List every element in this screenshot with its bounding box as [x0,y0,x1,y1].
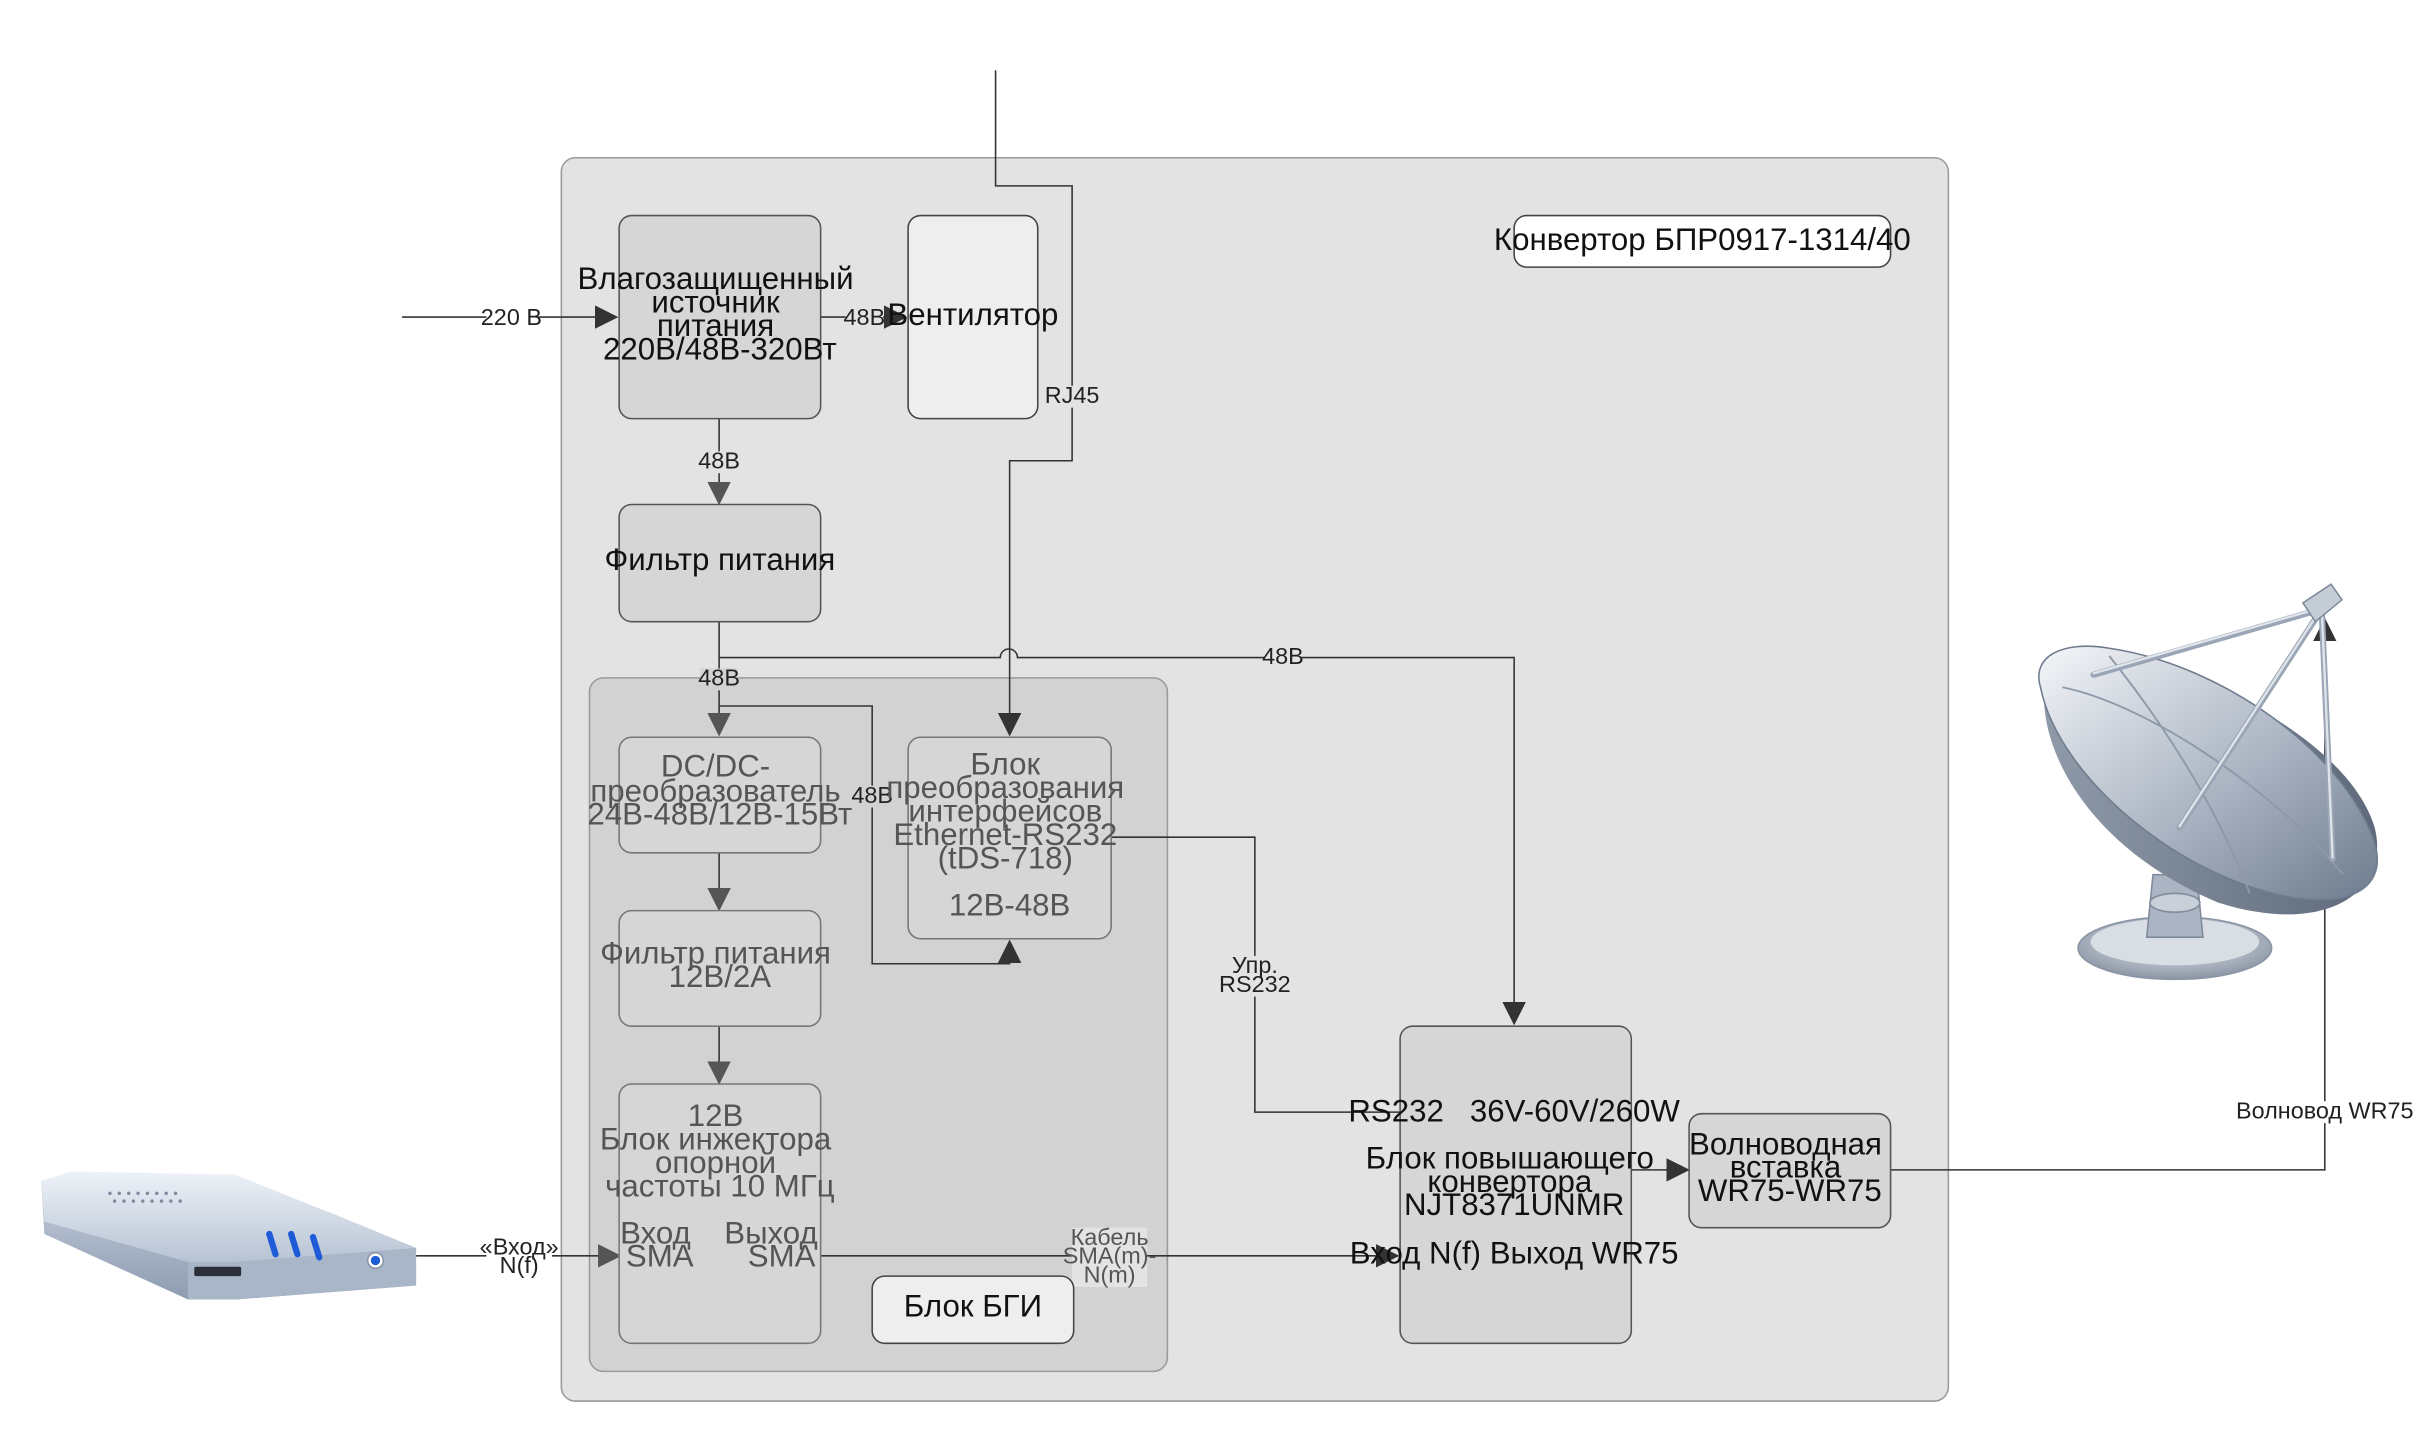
label-cable-line2: SMA(m)- [1063,1243,1157,1269]
svg-text:Блок повышающего конверт: Блок повышающего конвертора NJT8371UNMR [1366,1140,1663,1222]
iface-line5: (tDS-718) [938,840,1073,875]
iface-line2: преобразования [886,770,1124,805]
fan-label: Вентилятор [887,297,1058,332]
bgi-label: Блок БГИ [904,1289,1042,1324]
injector-line2: Блок инжектора [600,1122,832,1157]
dcdc-line1: DC/DC- [661,748,770,783]
wire-48v-iface [719,705,1022,965]
injector-line1: 12В [688,1098,744,1133]
label-waveguide-out: Волновод WR75 [2236,1097,2414,1123]
label-48v-left: 48В [698,665,740,691]
buc-mid-line2: конвертора [1427,1164,1593,1199]
label-cable-line3: N(m) [1084,1261,1136,1287]
modem-icon [41,1171,417,1300]
block-iface: Блок преобразования интерфейсов Ethernet… [886,736,1132,940]
wire-rj45 [994,70,1073,737]
iface-line7: 12В-48В [949,887,1071,922]
label-input-line1: «Вход» [480,1233,559,1259]
title-box [1513,214,1892,268]
injector-out-line2: SMA [748,1239,816,1274]
svg-text:Волноводная вставка: Волноводная вставка WR75-WR75 [1689,1126,1891,1208]
psu-line1: Влагозащищенный [578,261,854,296]
title-box-label: Конвертор БПР0917-1314/40 [1494,222,1911,257]
filter-main-label: Фильтр питания [604,542,835,577]
block-waveguide: Волноводная вставка WR75-WR75 [1688,1112,1892,1229]
label-cable-line1: Кабель [1071,1224,1149,1250]
block-buc: RS232 36V-60V/260W Блок повышающего конв… [1348,1025,1680,1345]
label-rj45: RJ45 [1045,382,1100,408]
dcdc-line2: преобразователь [590,773,840,808]
injector-out-line1: Выход [724,1215,817,1250]
injector-in-line1: Вход [620,1215,691,1250]
buc-mid-line3: NJT8371UNMR [1404,1187,1624,1222]
buc-bottom-label: Вход N(f) Выход WR75 [1350,1236,1679,1271]
block-filter-12v: Фильтр питания 12В/2А [600,909,839,1027]
iface-line3: интерфейсов [908,794,1102,829]
injector-line3: опорной [655,1145,776,1180]
buc-mid-line1: Блок повышающего [1366,1140,1654,1175]
label-psu-fan: 48В [844,304,886,330]
psu-line2: источник [651,284,780,319]
svg-text:Фильтр питания 12В/2А: Фильтр питания 12В/2А [600,936,839,994]
label-psu-filter: 48В [698,448,740,474]
label-input-line2: N(f) [500,1252,539,1278]
svg-text:Блок преобразования: Блок преобразования интерфейсов Ethernet… [886,747,1132,923]
svg-text:Влагозащищенный источник: Влагозащищенный источник питания 220В/48… [578,261,863,366]
psu-line4: 220В/48В-320Вт [603,331,837,366]
buc-top-label: RS232 36V-60V/260W [1348,1093,1680,1128]
block-fan: Вентилятор [887,214,1058,420]
waveguide-line3: WR75-WR75 [1698,1173,1882,1208]
svg-text:Вход SMA: Вход SMA [620,1215,699,1273]
block-filter-main: Фильтр питания [604,503,835,623]
filter12-line2: 12В/2А [669,959,772,994]
injector-line4: частоты 10 МГц [605,1168,835,1203]
psu-line3: питания [657,308,774,343]
label-48v-iface: 48В [851,782,893,808]
waveguide-line2: вставка [1730,1150,1842,1185]
filter12-line1: Фильтр питания [600,936,831,971]
block-injector: 12В Блок инжектора опорной частоты 10 МГ… [600,1083,840,1345]
satellite-dish-icon [2038,583,2378,981]
injector-in-line2: SMA [626,1239,694,1274]
dcdc-line3: 24В-48В/12В-15Вт [587,797,852,832]
label-48v-bus: 48В [1262,643,1304,669]
block-dcdc: DC/DC- преобразователь 24В-48В/12В-15Вт [587,736,852,854]
block-psu: Влагозащищенный источник питания 220В/48… [578,214,863,420]
iface-line1: Блок [970,747,1040,782]
label-mains: 220 В [481,304,542,330]
svg-text:Выход SMA: Выход SMA [724,1215,826,1273]
label-rs232-line1: Упр. [1232,952,1278,978]
block-bgi: Блок БГИ [871,1275,1075,1345]
svg-text:12В Блок инжектора: 12В Блок инжектора опорной частоты 10 МГ… [600,1098,840,1203]
svg-text:DC/DC- преобразователь: DC/DC- преобразователь 24В-48В/12В-15Вт [587,748,852,831]
label-rs232-line2: RS232 [1219,971,1291,997]
